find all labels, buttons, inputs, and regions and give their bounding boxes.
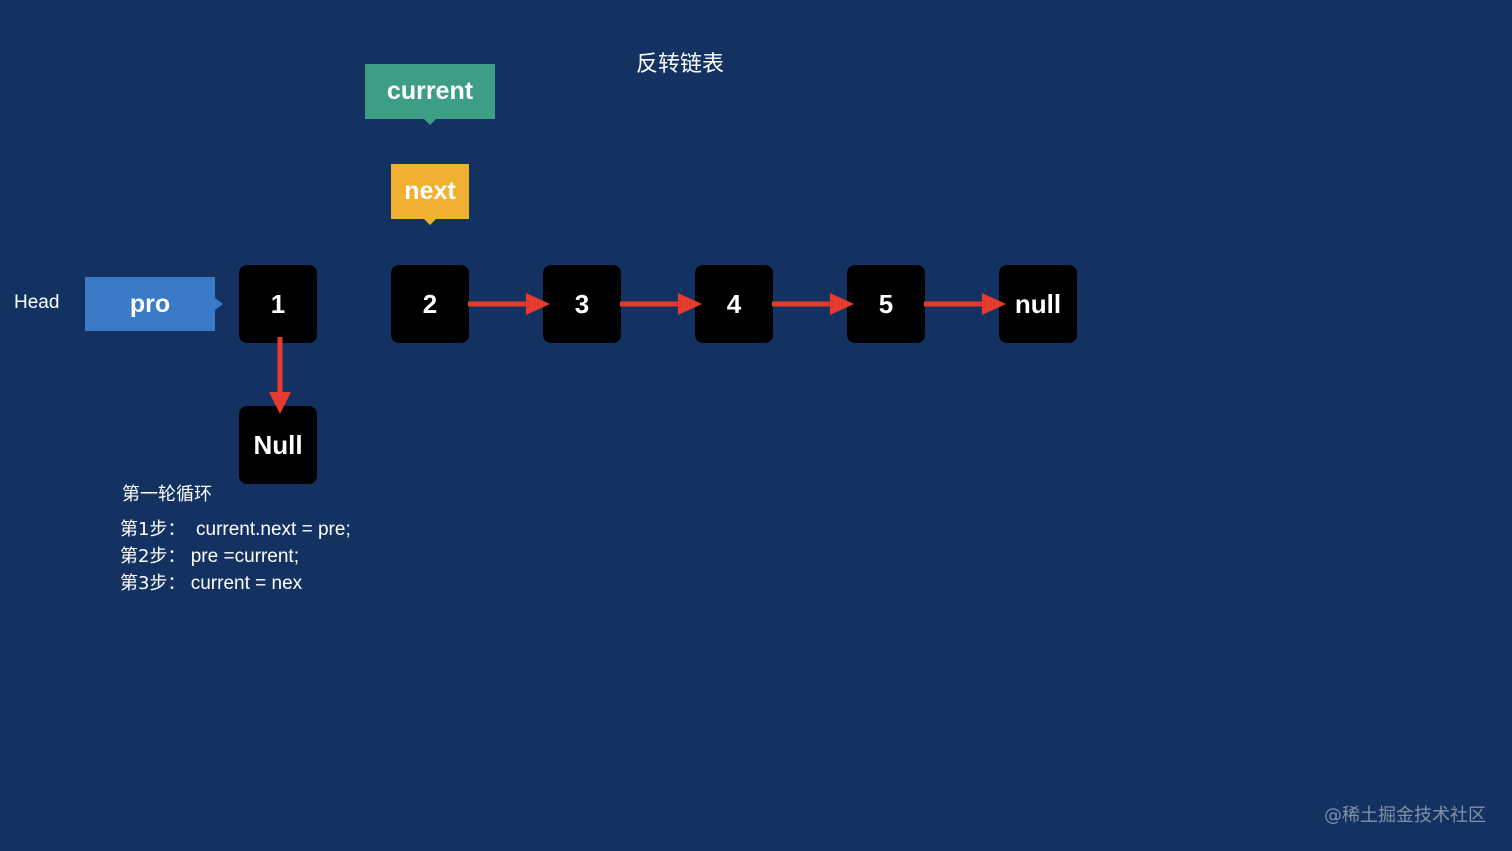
arrow-2-to-3 <box>468 293 550 315</box>
step-3: 第3步： current = nex <box>120 569 302 595</box>
arrow-3-to-4 <box>620 293 702 315</box>
arrow-1-to-null <box>269 337 291 414</box>
arrow-5-to-null <box>924 293 1006 315</box>
node-4: 4 <box>695 265 773 343</box>
step-3-label: 第3步： <box>120 573 186 594</box>
step-2-code: pre =current; <box>185 546 299 567</box>
node-5: 5 <box>847 265 925 343</box>
step-3-code: current = nex <box>185 573 303 594</box>
node-detached-null: Null <box>239 406 317 484</box>
node-2: 2 <box>391 265 469 343</box>
node-null: null <box>999 265 1077 343</box>
watermark: @稀土掘金技术社区 <box>1324 805 1486 826</box>
node-1: 1 <box>239 265 317 343</box>
loop-title: 第一轮循环 <box>122 484 212 505</box>
node-3: 3 <box>543 265 621 343</box>
diagram-title: 反转链表 <box>635 52 724 77</box>
step-2-label: 第2步： <box>120 546 186 567</box>
arrow-4-to-5 <box>772 293 854 315</box>
step-1-label: 第1步： <box>120 519 186 540</box>
step-1: 第1步： current.next = pre; <box>120 515 351 541</box>
step-1-code: current.next = pre; <box>185 519 351 540</box>
current-pointer-tag: current <box>365 64 495 125</box>
pro-pointer-tag: pro <box>85 277 223 331</box>
head-label: Head <box>14 292 60 313</box>
next-pointer-tag: next <box>391 164 469 225</box>
step-2: 第2步： pre =current; <box>120 542 299 568</box>
